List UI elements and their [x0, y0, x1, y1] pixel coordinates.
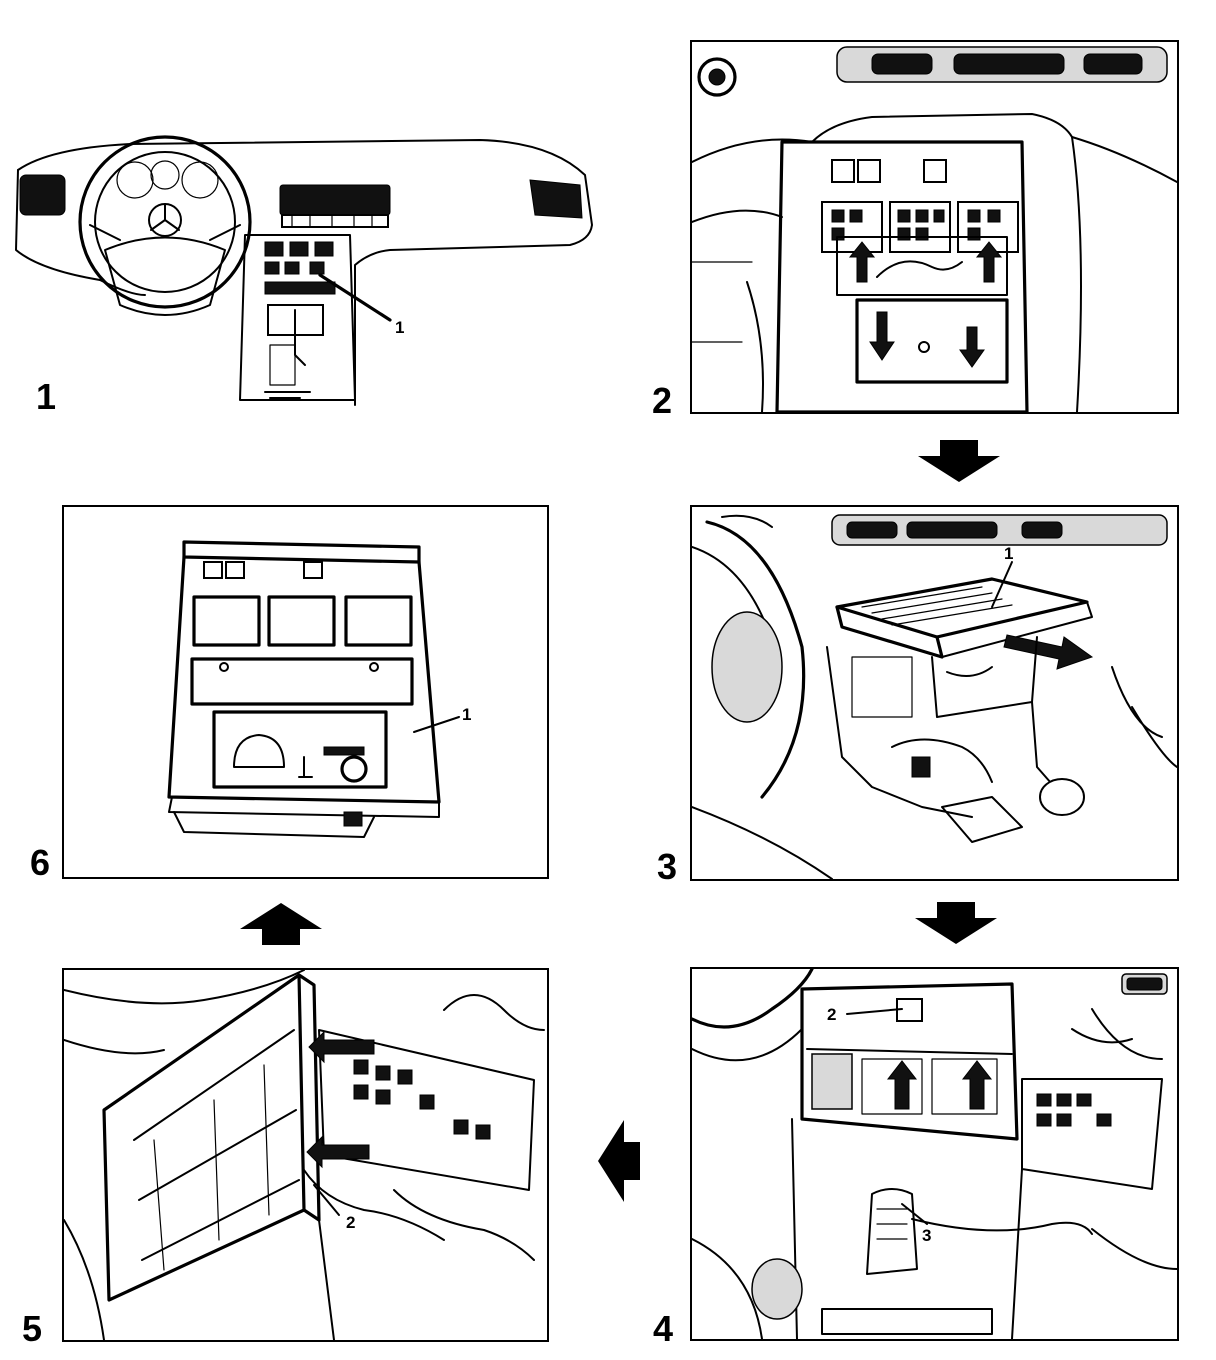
- panel-step-4-connectors: 2 3: [690, 967, 1179, 1341]
- flow-arrow-up-5-to-6: [240, 903, 322, 945]
- remove-panel-illustration: 1: [692, 514, 1177, 879]
- removed-panel-illustration: 1: [167, 540, 471, 838]
- arrow-left-icon: [598, 1120, 640, 1202]
- arrow-down-icon: [918, 440, 1000, 482]
- panel-step-5-disconnect: 2: [62, 968, 549, 1342]
- step-number-2: 2: [652, 380, 673, 421]
- step-number-5: 5: [22, 1308, 43, 1349]
- arrow-down-icon: [915, 902, 997, 944]
- flow-arrow-down-3-to-4: [915, 902, 997, 944]
- callout-1: 1: [462, 705, 471, 724]
- console-illustration: [692, 46, 1177, 412]
- callout-1: 1: [395, 318, 404, 337]
- step-number-3: 3: [657, 846, 678, 887]
- flow-arrow-left-4-to-5: [598, 1120, 640, 1202]
- panel-step-2-console: [690, 40, 1179, 414]
- arrow-up-icon: [240, 903, 322, 945]
- disconnect-illustration: 2: [64, 970, 545, 1340]
- callout-1: 1: [1004, 544, 1013, 563]
- step-number-1: 1: [36, 376, 57, 417]
- dashboard-illustration: 1: [15, 135, 593, 406]
- callout-2: 2: [827, 1005, 836, 1024]
- panel-step-6-removed-panel: 1: [62, 505, 549, 879]
- panel-step-3-remove-panel: 1: [690, 505, 1179, 881]
- step-number-4: 4: [653, 1308, 674, 1349]
- connectors-illustration: 2 3: [692, 969, 1177, 1339]
- panel-step-1-dashboard: 1: [10, 130, 600, 415]
- callout-3: 3: [922, 1226, 931, 1245]
- callout-2: 2: [346, 1213, 355, 1232]
- step-number-6: 6: [30, 842, 51, 883]
- flow-arrow-down-2-to-3: [918, 440, 1000, 482]
